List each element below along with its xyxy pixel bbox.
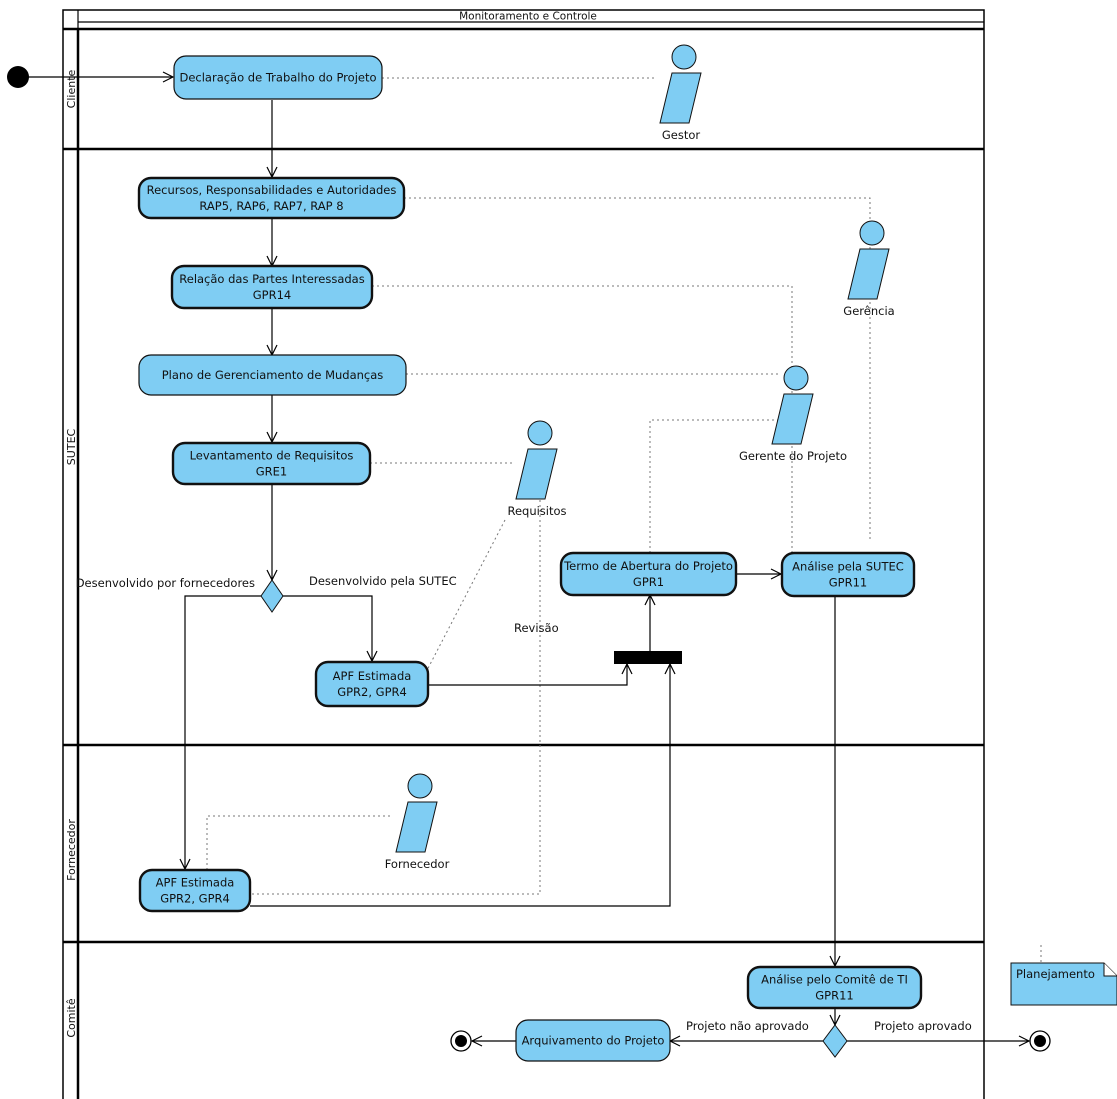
lane-label-comite: Comitê	[65, 998, 78, 1037]
actor-head-icon	[527, 420, 553, 446]
action-text: APF Estimada	[156, 876, 235, 890]
actor-gerente: Gerente do Projeto	[739, 365, 847, 463]
guard-aprovado: Projeto aprovado	[874, 1019, 972, 1033]
lane-label-fornecedor: Fornecedor	[65, 819, 78, 881]
actor-req-actor: Requisitos	[507, 420, 567, 518]
guard-nao-aprovado: Projeto não aprovado	[686, 1019, 809, 1033]
action-text: Análise pelo Comitê de TI	[761, 973, 908, 987]
actor-gerencia: Gerência	[843, 220, 895, 318]
flow-decision-to-apf-sutec	[283, 595, 372, 661]
actor-label: Requisitos	[507, 504, 566, 518]
initial-node	[7, 66, 29, 88]
actor-head-icon	[859, 220, 885, 246]
pool-title: Monitoramento e Controle	[459, 11, 597, 23]
actor-label: Gestor	[662, 128, 701, 142]
decision-aprovacao	[822, 1024, 848, 1058]
action-text: GRE1	[256, 465, 288, 479]
flow-edges	[19, 77, 1029, 1041]
actor-head-icon	[783, 365, 809, 391]
action-arquivamento: Arquivamento do Projeto	[515, 1019, 671, 1062]
action-analise-sutec: Análise pela SUTEC GPR11	[780, 551, 916, 598]
actor-head-icon	[671, 44, 697, 70]
action-text: Relação das Partes Interessadas	[179, 272, 364, 286]
actor-body-icon	[847, 248, 890, 300]
label-revisao: Revisão	[514, 621, 559, 635]
swimlane-pool: Monitoramento e Controle	[62, 9, 985, 1099]
action-text: GPR1	[633, 575, 664, 589]
action-recursos: Recursos, Responsabilidades e Autoridade…	[137, 176, 406, 220]
actor-gestor: Gestor	[659, 44, 702, 142]
action-text: Recursos, Responsabilidades e Autoridade…	[147, 183, 397, 197]
lane-label-sutec: SUTEC	[65, 428, 78, 465]
guard-pela-sutec: Desenvolvido pela SUTEC	[309, 574, 457, 588]
actor-body-icon	[395, 801, 438, 853]
action-text: GPR2, GPR4	[160, 892, 230, 906]
actor-label: Gerente do Projeto	[739, 449, 847, 463]
actor-body-icon	[515, 448, 558, 500]
action-text: GPR2, GPR4	[337, 685, 407, 699]
action-text: GPR11	[829, 576, 867, 590]
guard-por-fornecedores: Desenvolvido por fornecedores	[76, 576, 255, 590]
actor-label: Fornecedor	[385, 857, 450, 871]
fork-bar	[614, 651, 682, 664]
flow-decision-to-apf-fornecedor	[185, 595, 261, 869]
action-declaracao: Declaração de Trabalho do Projeto	[173, 55, 383, 100]
action-nodes: Declaração de Trabalho do ProjetoRecurso…	[137, 55, 923, 1062]
action-text: GPR11	[815, 989, 853, 1003]
lane-labels: Cliente SUTEC Fornecedor Comitê	[65, 69, 78, 1037]
lane-label-cliente: Cliente	[65, 69, 78, 108]
actor-body-icon	[771, 393, 814, 445]
action-text: Termo de Abertura do Projeto	[563, 559, 733, 573]
final-node-left	[450, 1030, 472, 1052]
actor-fornecedor-actor: Fornecedor	[385, 773, 450, 871]
action-text: APF Estimada	[333, 669, 412, 683]
action-text: Arquivamento do Projeto	[522, 1034, 665, 1048]
action-text: Declaração de Trabalho do Projeto	[179, 71, 376, 85]
flow-apf-fornecedor-to-fork	[250, 664, 670, 907]
action-text: GPR14	[253, 288, 291, 302]
flow-apf-sutec-to-fork	[428, 664, 627, 686]
action-text: Plano de Gerenciamento de Mudanças	[162, 368, 384, 382]
action-text: RAP5, RAP6, RAP7, RAP 8	[199, 199, 343, 213]
edge-labels: Desenvolvido por fornecedores Desenvolvi…	[76, 574, 972, 1033]
action-text: Levantamento de Requisitos	[190, 449, 354, 463]
actor-head-icon	[407, 773, 433, 799]
actor-body-icon	[659, 72, 702, 124]
action-text: Análise pela SUTEC	[792, 560, 904, 574]
control-nodes	[7, 66, 1051, 1058]
note-planejamento: Planejamento	[1010, 962, 1117, 1006]
actor-label: Gerência	[843, 304, 894, 318]
decision-desenvolvimento	[260, 579, 284, 613]
note-text: Planejamento	[1016, 967, 1095, 981]
action-mudancas: Plano de Gerenciamento de Mudanças	[138, 354, 407, 396]
final-node-right	[1029, 1030, 1051, 1052]
action-analise-comite: Análise pelo Comitê de TI GPR11	[746, 965, 923, 1010]
